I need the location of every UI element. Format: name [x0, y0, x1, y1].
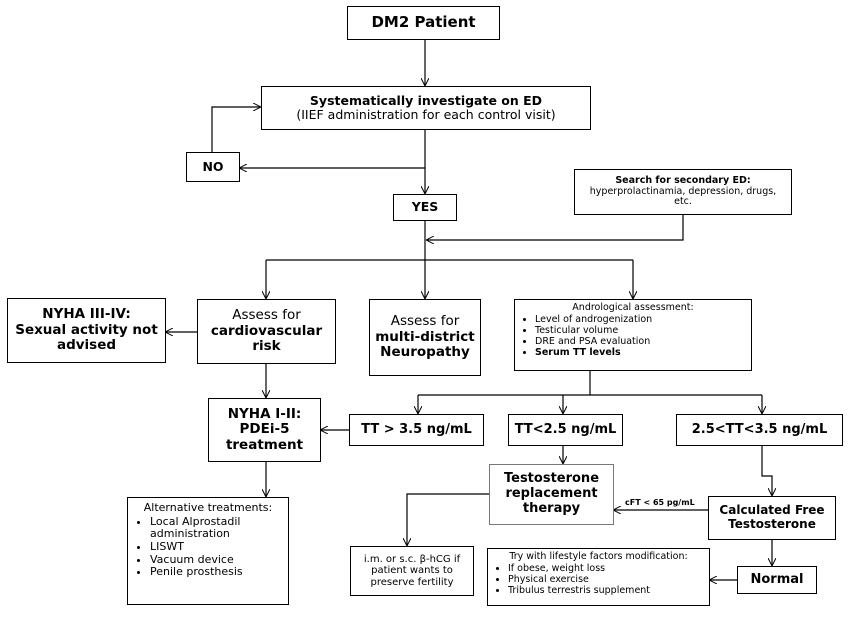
andro-item: DRE and PSA evaluation [535, 336, 652, 348]
neuro-bold: multi-district Neuropathy [375, 328, 475, 361]
alternative-treatments-box: Alternative treatments: Local Alprostadi… [127, 497, 289, 605]
andrological-box: Andrological assessment: Level of androg… [514, 299, 752, 371]
secondary-ed-title: Search for secondary ED: [615, 174, 751, 186]
alt-list: Local Alprostadil administration LISWT V… [134, 515, 282, 579]
edge-secondary-merge [427, 215, 684, 240]
alt-item: Vacuum device [150, 553, 282, 567]
cft-threshold-label: cFT < 65 pg/mL [625, 498, 695, 507]
andro-item: Testicular volume [535, 325, 652, 337]
neuropathy-box: Assess for multi-district Neuropathy [369, 299, 481, 376]
no-box: NO [186, 152, 240, 182]
hcg-text: i.m. or s.c. β-hCG if patient wants to p… [363, 553, 461, 588]
alt-title: Alternative treatments: [143, 501, 273, 514]
dm2-patient-label: DM2 Patient [371, 13, 476, 32]
alt-item: Penile prosthesis [150, 566, 282, 579]
calculated-ft-label: Calculated Free Testosterone [719, 503, 825, 531]
secondary-ed-box: Search for secondary ED: hyperprolactina… [574, 169, 792, 215]
investigate-title: Systematically investigate on ED [309, 92, 543, 108]
secondary-ed-text: hyperprolactinamia, depression, drugs, e… [589, 185, 777, 208]
andro-list: Level of androgenization Testicular volu… [519, 314, 652, 359]
nyha-1-2-title: NYHA I-II: [227, 405, 302, 422]
lifestyle-item: Physical exercise [508, 574, 650, 586]
nyha-3-4-title: NYHA III-IV: [42, 306, 131, 323]
cardio-bold: cardiovascular risk [210, 322, 323, 355]
tt-high-box: TT > 3.5 ng/mL [349, 414, 484, 446]
lifestyle-list: If obese, weight loss Physical exercise … [492, 563, 650, 597]
lifestyle-box: Try with lifestyle factors modification:… [487, 548, 710, 606]
tt-high-label: TT > 3.5 ng/mL [361, 421, 472, 437]
hcg-box: i.m. or s.c. β-hCG if patient wants to p… [350, 546, 474, 596]
andro-title: Andrological assessment: [572, 302, 694, 313]
alt-item: LISWT [150, 540, 282, 554]
edge-trt-hcg [407, 493, 489, 545]
calculated-ft-box: Calculated Free Testosterone [708, 496, 836, 540]
investigate-box: Systematically investigate on ED (IIEF a… [261, 86, 591, 130]
yes-box: YES [393, 194, 457, 221]
tt-mid-label: 2.5<TT<3.5 ng/mL [691, 421, 828, 437]
cardio-pre: Assess for [232, 307, 301, 324]
trt-box: Testosterone replacement therapy [489, 464, 614, 525]
nyha-1-2-text: PDEi-5 treatment [225, 421, 304, 453]
nyha-1-2-box: NYHA I-II: PDEi-5 treatment [208, 398, 321, 462]
edge-no-loop [211, 107, 260, 152]
nyha-3-4-box: NYHA III-IV: Sexual activity not advised [7, 298, 166, 363]
lifestyle-item: Tribulus terrestris supplement [508, 585, 650, 597]
lifestyle-item: If obese, weight loss [508, 563, 650, 575]
nyha-3-4-text: Sexual activity not advised [15, 321, 158, 354]
tt-low-box: TT<2.5 ng/mL [508, 414, 623, 446]
andro-item: Level of androgenization [535, 314, 652, 326]
cardiovascular-risk-box: Assess for cardiovascular risk [197, 299, 336, 364]
yes-label: YES [411, 199, 439, 215]
lifestyle-title: Try with lifestyle factors modification: [509, 551, 688, 562]
investigate-subtitle: (IIEF administration for each control vi… [296, 107, 556, 122]
neuro-pre: Assess for [390, 313, 460, 330]
edge-ttmid-calc [761, 446, 772, 495]
normal-box: Normal [737, 566, 817, 594]
no-label: NO [202, 158, 224, 174]
trt-label: Testosterone replacement therapy [503, 471, 600, 516]
dm2-patient-box: DM2 Patient [347, 6, 500, 40]
alt-item: Local Alprostadil administration [150, 515, 282, 541]
normal-label: Normal [750, 571, 804, 587]
tt-low-label: TT<2.5 ng/mL [514, 421, 617, 437]
tt-mid-box: 2.5<TT<3.5 ng/mL [676, 414, 843, 446]
andro-item-serum-tt: Serum TT levels [535, 347, 652, 359]
